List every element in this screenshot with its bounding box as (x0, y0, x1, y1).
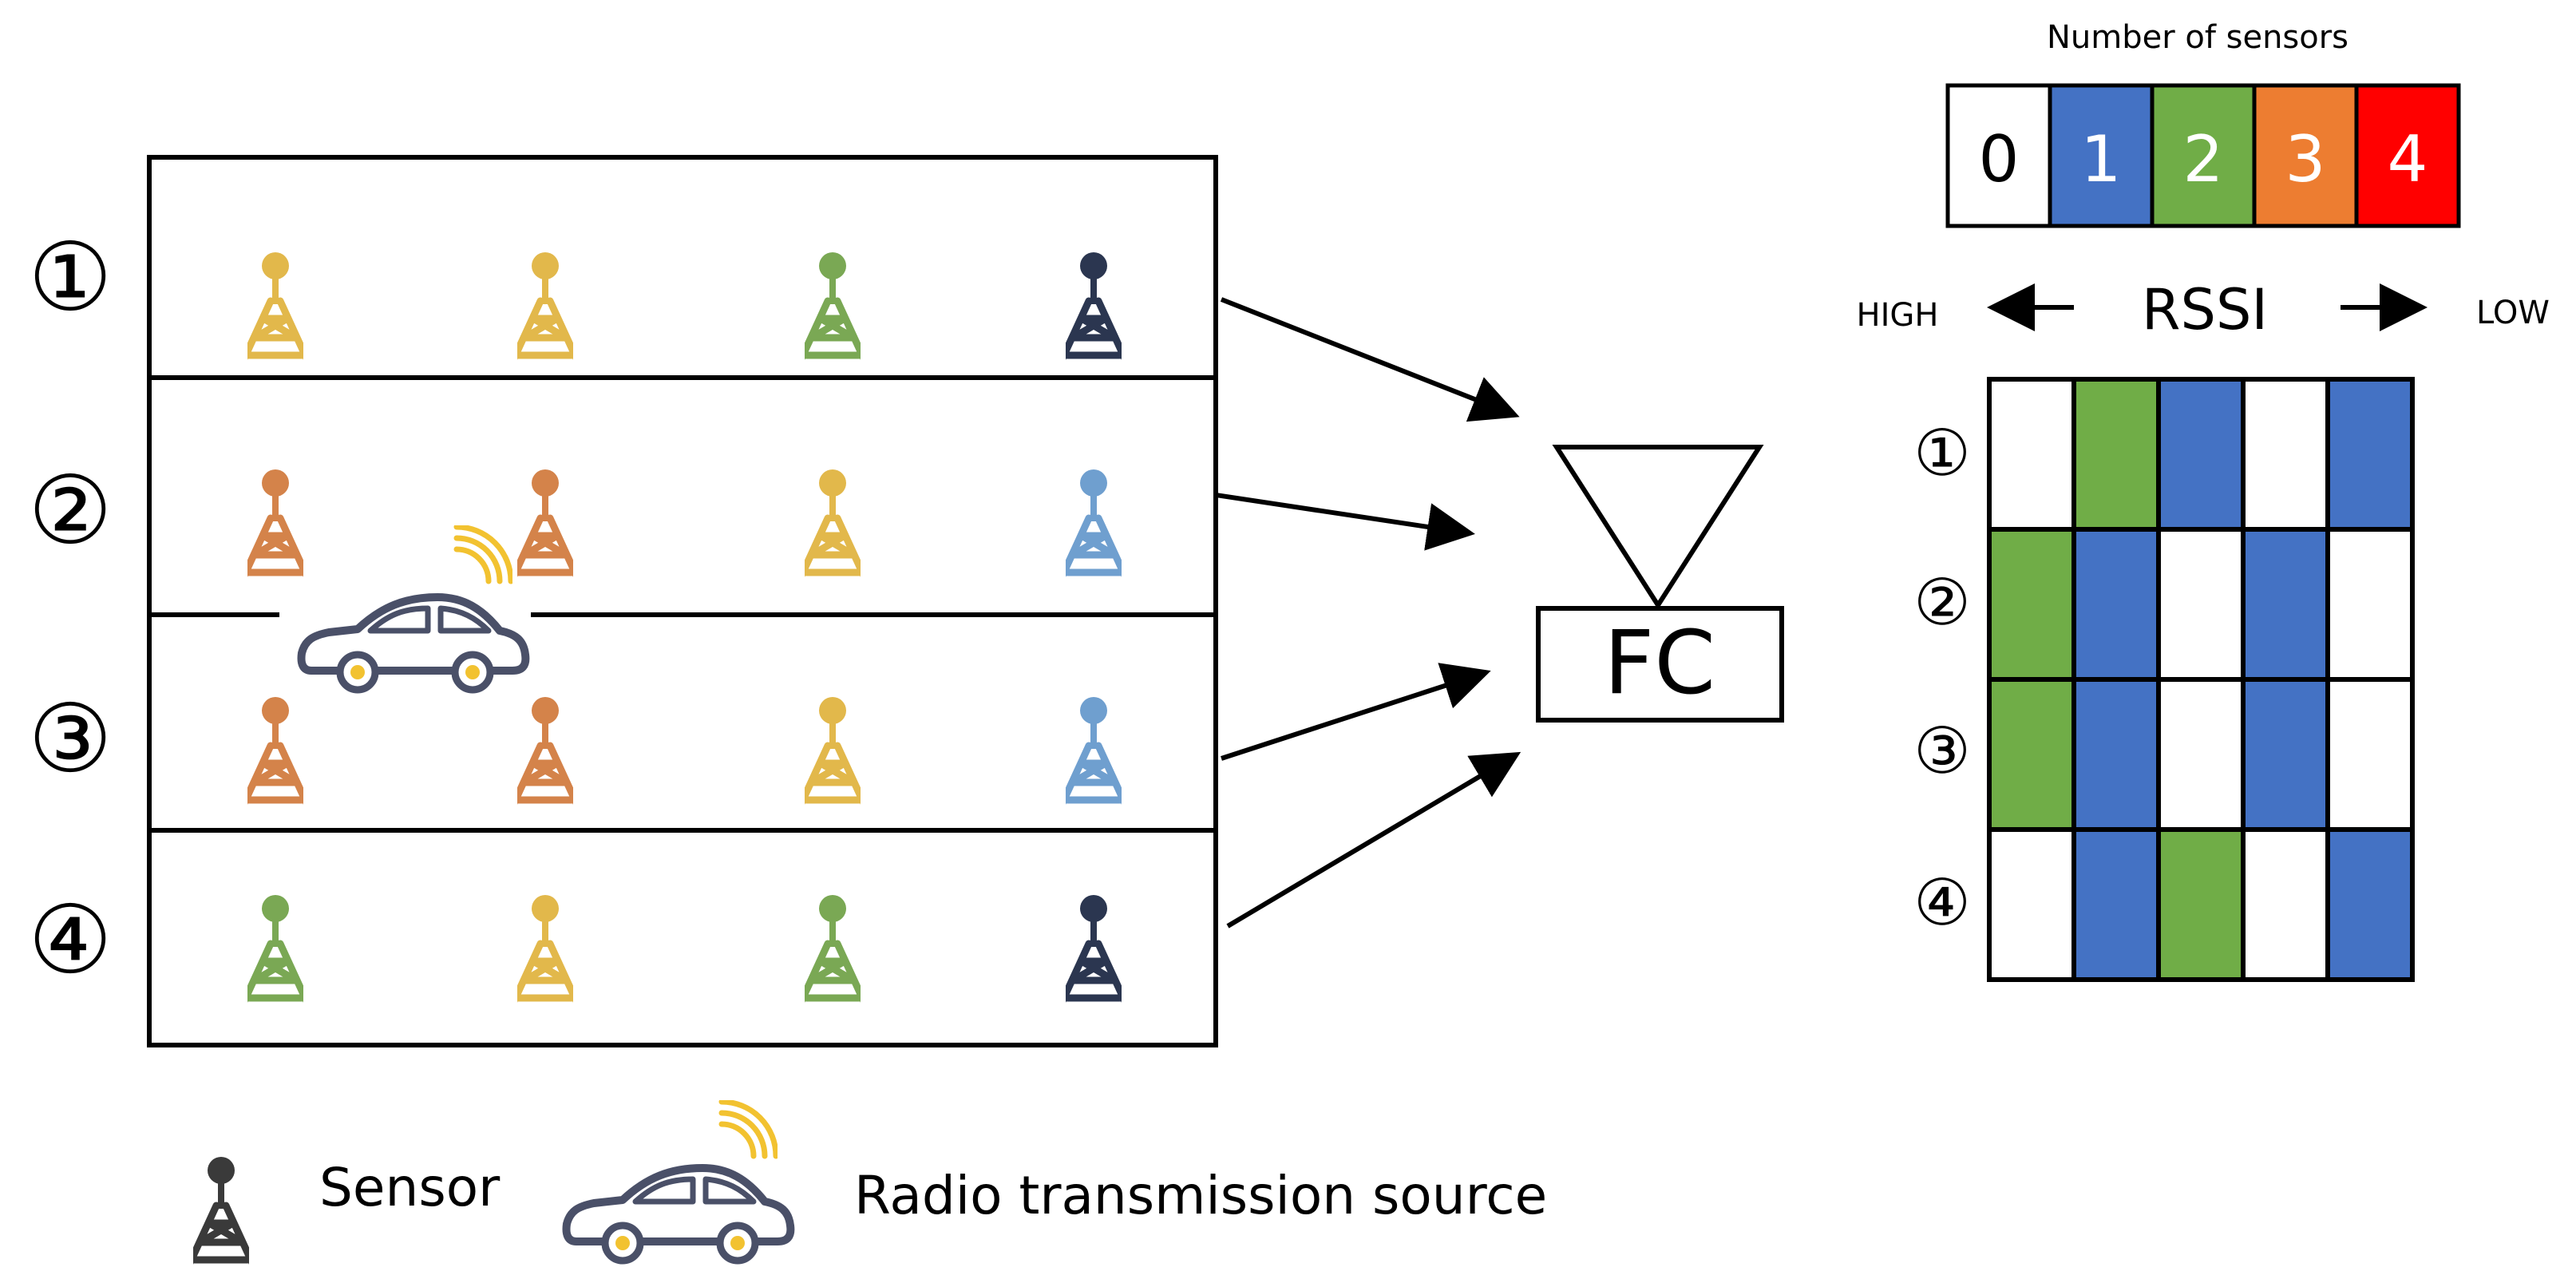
matrix-row-marker-3: ③ (1913, 714, 1971, 788)
rssi-matrix-cell (2156, 527, 2246, 682)
antenna-icon (1552, 445, 1764, 610)
rssi-high-label: HIGH (1857, 297, 1939, 334)
fc-label: FC (1604, 612, 1715, 714)
fusion-center: FC (1536, 445, 1784, 723)
rssi-matrix-cell (1987, 827, 2076, 982)
count-scale-swatch (2150, 83, 2257, 228)
radio-source (302, 527, 526, 690)
rssi-matrix-cell (2156, 677, 2246, 832)
rssi-matrix-cell (2156, 827, 2246, 982)
rssi-matrix-cell (2325, 827, 2415, 982)
arrow-row-3 (1221, 663, 1491, 761)
sensor-tower-icon (801, 895, 865, 1003)
rssi-matrix-cell (1987, 527, 2076, 682)
rssi-matrix-cell (2071, 527, 2161, 682)
rssi-label: RSSI (2142, 277, 2268, 343)
sensor-tower-icon (243, 252, 307, 360)
rssi-matrix-cell (2325, 377, 2415, 532)
rssi-matrix-cell (2241, 827, 2330, 982)
arrow-row-1 (1220, 297, 1520, 422)
legend-sensor-label: Sensor (319, 1157, 501, 1218)
count-scale-swatch (2048, 83, 2155, 228)
rssi-matrix-cell (2071, 377, 2161, 532)
fc-box (1536, 606, 1784, 723)
count-scale-swatch (2354, 83, 2461, 228)
matrix-row-marker-2: ② (1913, 565, 1971, 640)
sensor-tower-icon (513, 697, 577, 805)
count-legend-title: Number of sensors (2047, 19, 2348, 56)
sensor-tower-icon (801, 252, 865, 360)
sensor-area (147, 155, 1218, 1047)
row-marker-4: ④ (28, 885, 113, 995)
rssi-matrix-cell (1987, 377, 2076, 532)
sensor-tower-icon (1062, 252, 1126, 360)
count-scale-label: 3 (2285, 122, 2326, 196)
count-scale-swatch (1945, 83, 2052, 228)
rssi-matrix-cell (1987, 677, 2076, 832)
rssi-low-label: LOW (2476, 295, 2550, 331)
count-scale-label: 4 (2388, 122, 2428, 196)
sensor-tower-icon (801, 469, 865, 577)
rssi-matrix-cell (2241, 377, 2330, 532)
matrix-row-marker-4: ④ (1913, 865, 1971, 940)
rssi-matrix-cell (2071, 827, 2161, 982)
report-arrows (1215, 297, 1521, 929)
rssi-matrix-cell (2325, 527, 2415, 682)
row-marker-2: ② (28, 455, 113, 565)
sensor-area-border (147, 155, 1218, 1047)
sensor-tower-icon (1062, 697, 1126, 805)
rssi-matrix-cell (2071, 677, 2161, 832)
bottom-legend: Sensor Radio transmission source (189, 1102, 1547, 1265)
legend-source-label: Radio transmission source (854, 1165, 1547, 1226)
legend-car-signal-icon (567, 1168, 791, 1261)
row-marker-1: ① (28, 222, 113, 332)
row-markers: ① ② ③ ④ (28, 222, 113, 995)
count-scale-label: 0 (1979, 122, 2020, 196)
rssi-matrix: ① ② ③ ④ (1913, 377, 2415, 982)
count-scale-label: 2 (2183, 122, 2224, 196)
row-marker-3: ③ (28, 683, 113, 794)
signal-waves-icon (457, 527, 511, 581)
sensor-tower-icon (513, 469, 577, 577)
matrix-row-marker-1: ① (1913, 416, 1971, 490)
sensor-tower-icon (1062, 895, 1126, 1003)
arrow-row-2 (1215, 493, 1475, 551)
rssi-matrix-cell (2156, 377, 2246, 532)
sensor-tower-icon (1062, 469, 1126, 577)
rssi-matrix-cell (2241, 527, 2330, 682)
sensor-tower-icon (243, 895, 307, 1003)
sensor-tower-icon (513, 895, 577, 1003)
sensor-tower-icon (243, 697, 307, 805)
arrow-row-4 (1226, 751, 1521, 929)
rssi-matrix-cells (1987, 377, 2415, 982)
sensor-tower-icon (801, 697, 865, 805)
sensor-tower-icon (513, 252, 577, 360)
car-signal-icon (302, 597, 526, 690)
rssi-direction: HIGH RSSI LOW (1857, 277, 2550, 343)
sensor-tower-icon (189, 1157, 253, 1265)
rssi-matrix-cell (2241, 677, 2330, 832)
legend-signal-waves-icon (722, 1102, 776, 1156)
rssi-matrix-cell (2325, 677, 2415, 832)
sensor-tower-icon (243, 469, 307, 577)
count-scale-label: 1 (2081, 122, 2122, 196)
